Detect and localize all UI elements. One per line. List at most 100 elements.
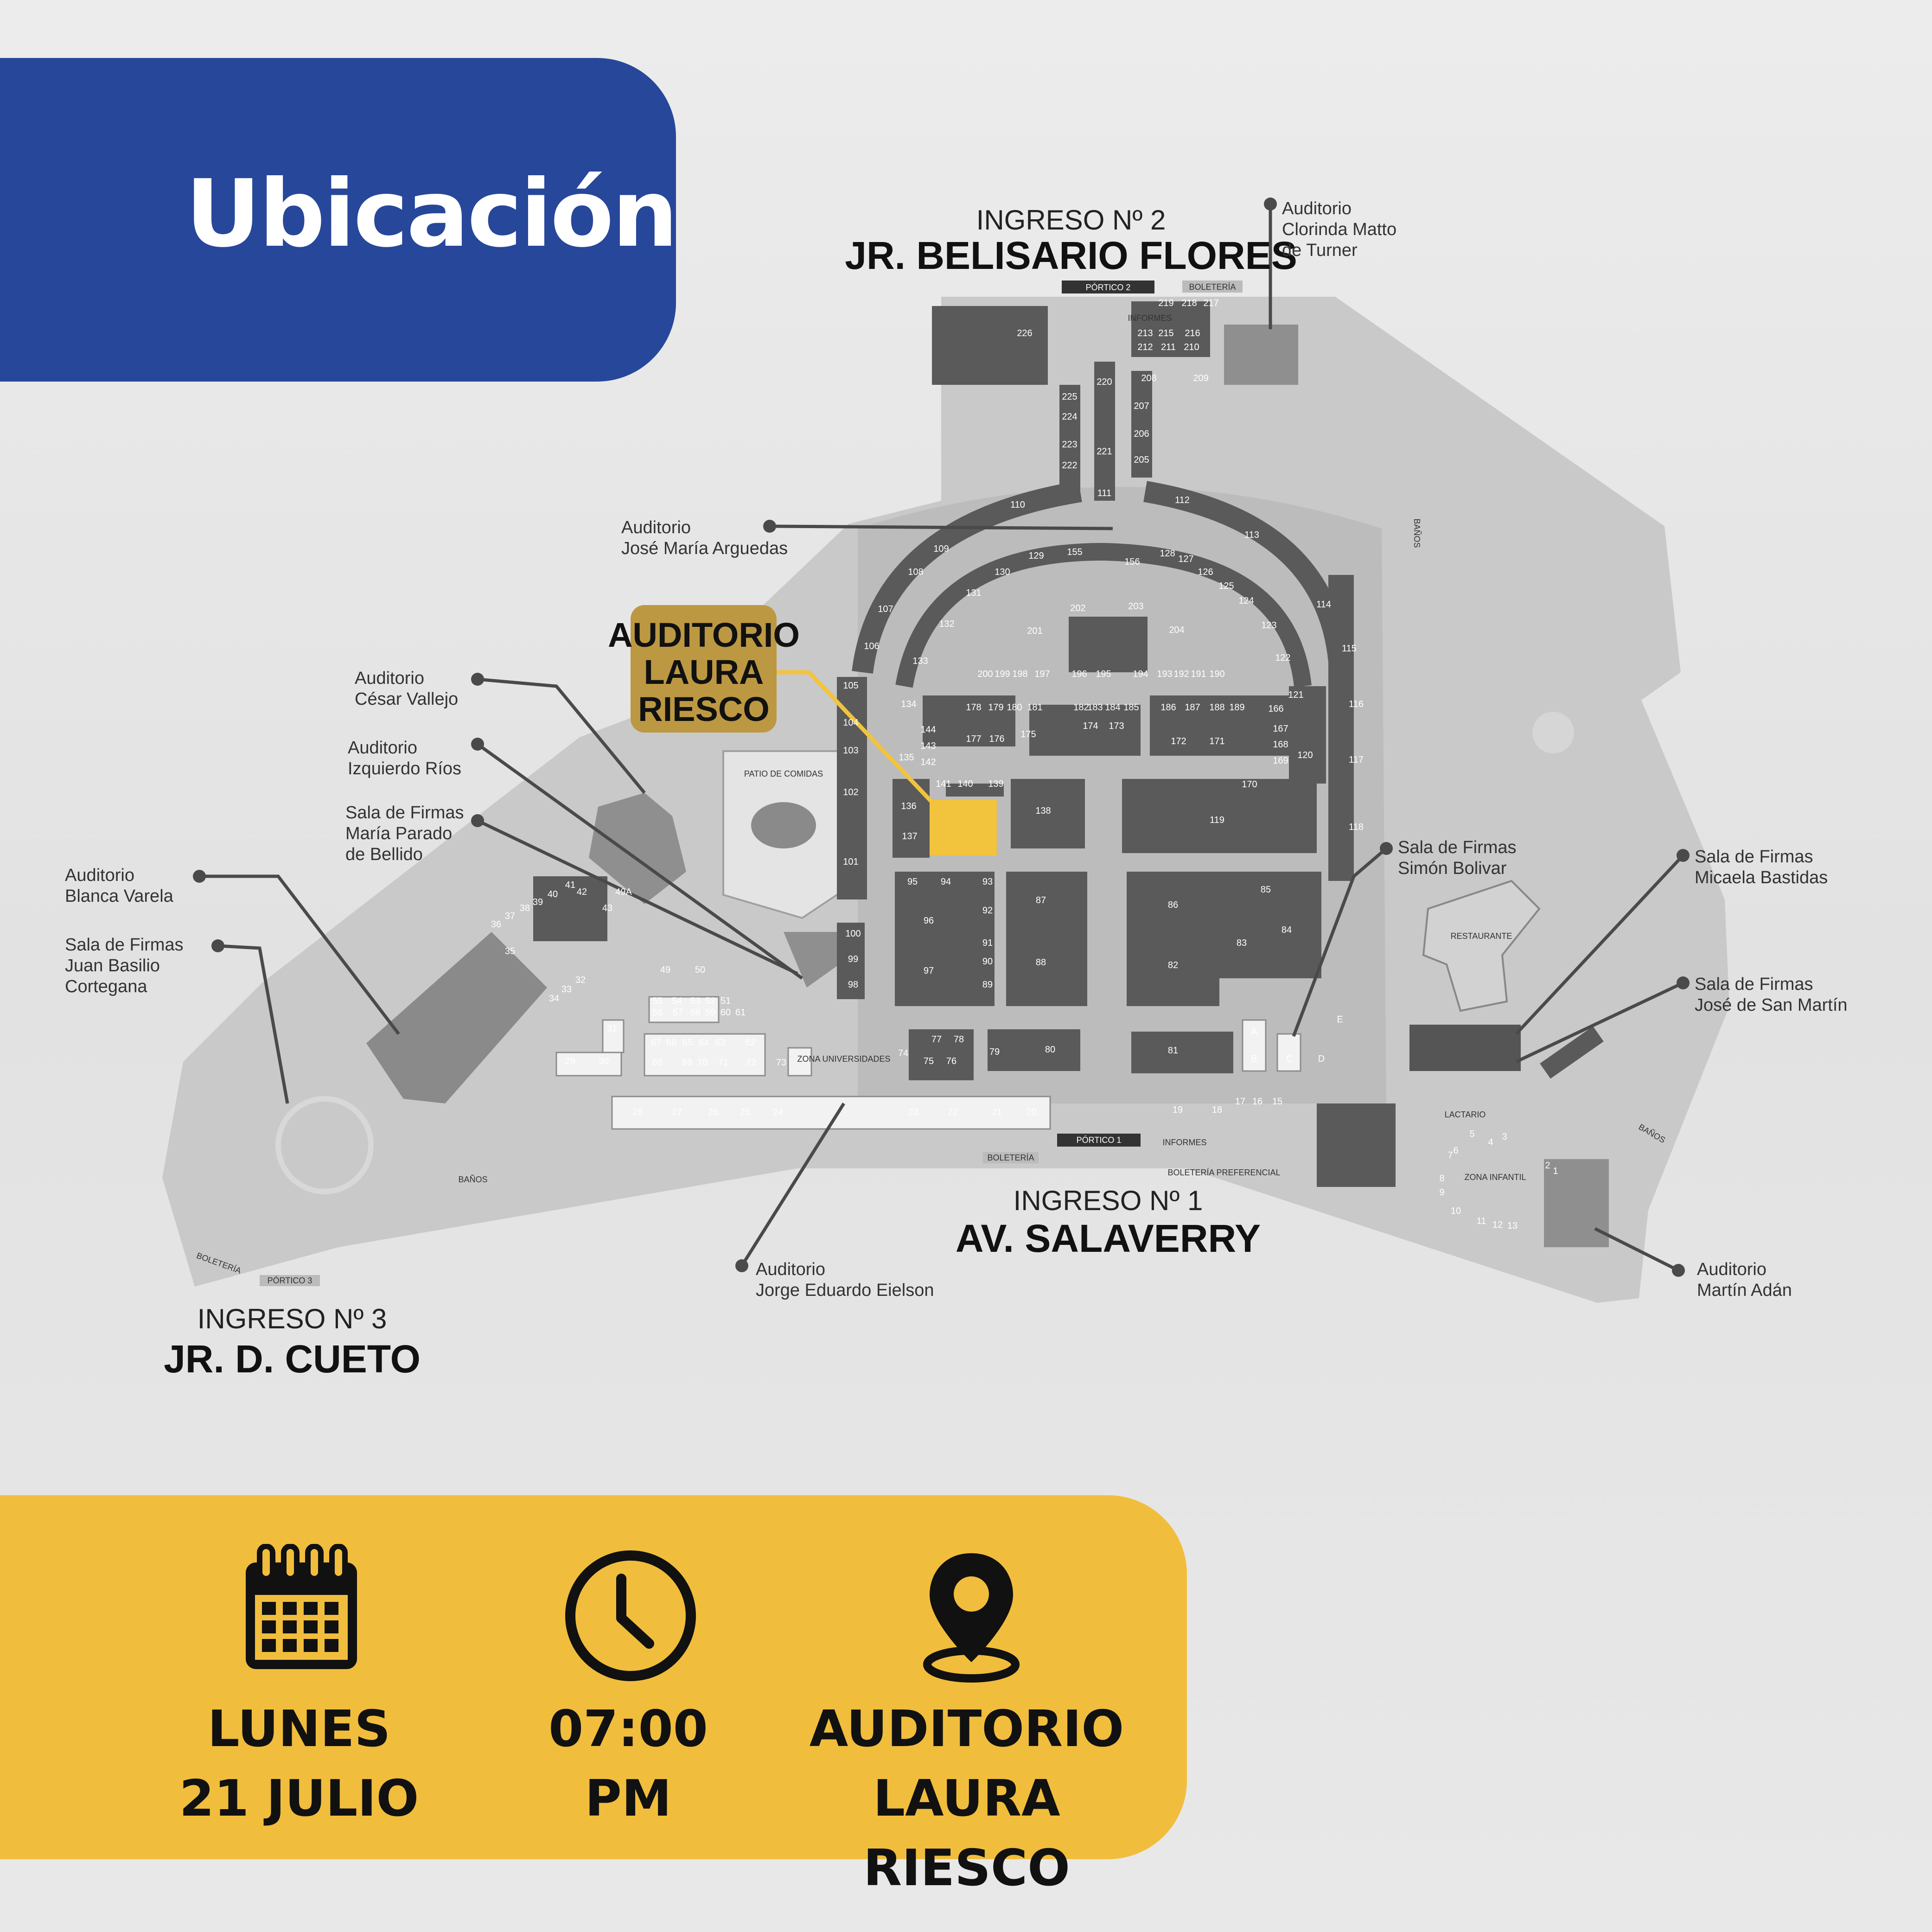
highlight-leader-diagonal (807, 670, 934, 804)
svg-text:Auditorio: Auditorio (355, 669, 424, 688)
svg-text:LACTARIO: LACTARIO (1445, 1110, 1486, 1119)
stand-number: 138 (1035, 806, 1051, 816)
stand-number: 124 (1238, 596, 1254, 606)
stand-number: 68 (652, 1058, 663, 1068)
calendar-icon (246, 1544, 357, 1669)
sala-micaela (1409, 1025, 1521, 1071)
stand-number: 30 (599, 1056, 609, 1066)
stand-number: 86 (1168, 900, 1178, 910)
event-time-value: 07:00 (548, 1700, 708, 1758)
stand-number: 32 (575, 975, 586, 985)
stand-number: 18 (1212, 1105, 1222, 1115)
svg-text:Cortegana: Cortegana (65, 977, 147, 996)
auditorio-blanca (366, 932, 547, 1103)
stand-number: 217 (1203, 298, 1218, 308)
stand-number: 1 (1553, 1166, 1558, 1176)
stand-number: 85 (1261, 885, 1271, 895)
stand-number: A (1251, 1027, 1257, 1037)
stand-number: 187 (1185, 702, 1200, 713)
stand-number: 74 (898, 1048, 908, 1058)
stand-number: 185 (1123, 702, 1139, 713)
svg-text:INFORMES: INFORMES (1128, 313, 1172, 323)
stand-number: 53 (690, 996, 701, 1006)
stand-number: 69 (682, 1058, 692, 1068)
corridor-mid (1131, 371, 1152, 478)
stand-number: 195 (1096, 669, 1111, 679)
svg-text:PATIO DE COMIDAS: PATIO DE COMIDAS (744, 769, 823, 778)
stand-number: 205 (1134, 455, 1149, 465)
stand-number: 63 (715, 1038, 725, 1048)
svg-text:Micaela Bastidas: Micaela Bastidas (1695, 868, 1828, 887)
stand-number: 223 (1062, 440, 1077, 450)
svg-text:de Turner: de Turner (1282, 241, 1358, 260)
svg-text:Clorinda Matto: Clorinda Matto (1282, 220, 1396, 239)
plaza-left (275, 1096, 374, 1194)
stand-number: 92 (982, 905, 993, 916)
stand-number: 175 (1020, 729, 1036, 740)
arc-inner (895, 542, 1312, 688)
svg-text:Martín Adán: Martín Adán (1697, 1281, 1792, 1300)
stand-number: 37 (505, 911, 515, 921)
stand-number: 209 (1193, 373, 1208, 383)
stand-number: 51 (721, 996, 731, 1006)
plaza-right (1532, 712, 1574, 753)
stand-number: 172 (1171, 736, 1186, 746)
title-banner (0, 58, 676, 382)
stand-number: 168 (1273, 740, 1288, 750)
highlight-box[interactable] (631, 605, 777, 733)
svg-text:Sala de Firmas: Sala de Firmas (1398, 838, 1517, 857)
venue-labels: Auditorio Clorinda Matto de Turner Audit… (65, 199, 1848, 1300)
stand-number: 113 (1244, 530, 1259, 540)
stand-number: 171 (1209, 736, 1224, 746)
location-pin-icon (923, 1553, 1020, 1683)
stand-number: 203 (1128, 601, 1143, 612)
stand-number: 142 (920, 757, 936, 767)
stand-number: 28 (632, 1107, 643, 1117)
svg-text:Sala de Firmas: Sala de Firmas (65, 935, 184, 955)
svg-text:Jorge Eduardo Eielson: Jorge Eduardo Eielson (756, 1281, 934, 1300)
stand-number: 120 (1297, 750, 1313, 760)
stand-number: 208 (1141, 373, 1156, 383)
event-place: AUDITORIO LAURA RIESCO (804, 1695, 1129, 1903)
stand-number: 216 (1185, 328, 1200, 338)
stand-number: 55 (652, 996, 663, 1006)
stand-number: 2 (1545, 1160, 1550, 1171)
auditorio-izquierdo (784, 932, 839, 988)
stand-number: 176 (989, 734, 1004, 744)
stand-number: 211 (1161, 342, 1176, 352)
entrance-1-line1: INGRESO Nº 1 (1014, 1185, 1203, 1216)
event-time: 07:00 PM (466, 1695, 791, 1834)
stand-number: 82 (1168, 960, 1178, 970)
stand-number: 62 (745, 1038, 755, 1048)
svg-text:Auditorio: Auditorio (1697, 1260, 1766, 1279)
auditorio-laura-riesco-area[interactable] (930, 800, 997, 855)
stand-number: 52 (705, 996, 715, 1006)
stand-number: 144 (920, 725, 936, 735)
stand-number: 90 (982, 956, 993, 967)
stand-number: 84 (1282, 925, 1292, 935)
stand-number: 78 (954, 1034, 964, 1045)
svg-text:de Bellido: de Bellido (345, 845, 423, 864)
stand-number: 58 (690, 1007, 701, 1018)
entrance-3-line1: INGRESO Nº 3 (198, 1303, 387, 1334)
stand-number: 23 (908, 1107, 918, 1117)
stand-number: 24 (773, 1107, 783, 1117)
stand-number: 215 (1158, 328, 1173, 338)
stand-number: 114 (1316, 599, 1331, 610)
event-place-line1: AUDITORIO (809, 1700, 1124, 1758)
stand-number: 27 (672, 1107, 682, 1117)
stand-number: 9 (1439, 1187, 1444, 1198)
svg-text:Izquierdo Ríos: Izquierdo Ríos (348, 759, 461, 778)
svg-text:Auditorio: Auditorio (756, 1260, 825, 1279)
stand-number: 122 (1275, 653, 1290, 663)
stand-number: 155 (1067, 547, 1082, 557)
stand-number: 111 (1097, 488, 1111, 498)
stand-number: 125 (1218, 581, 1234, 591)
stand-number: 98 (848, 980, 858, 990)
stand-number: 199 (995, 669, 1010, 679)
svg-text:Sala de Firmas: Sala de Firmas (345, 803, 464, 823)
stand-number: 201 (1027, 626, 1042, 636)
stand-number: 226 (1017, 328, 1032, 338)
stand-number: 49 (660, 965, 670, 975)
